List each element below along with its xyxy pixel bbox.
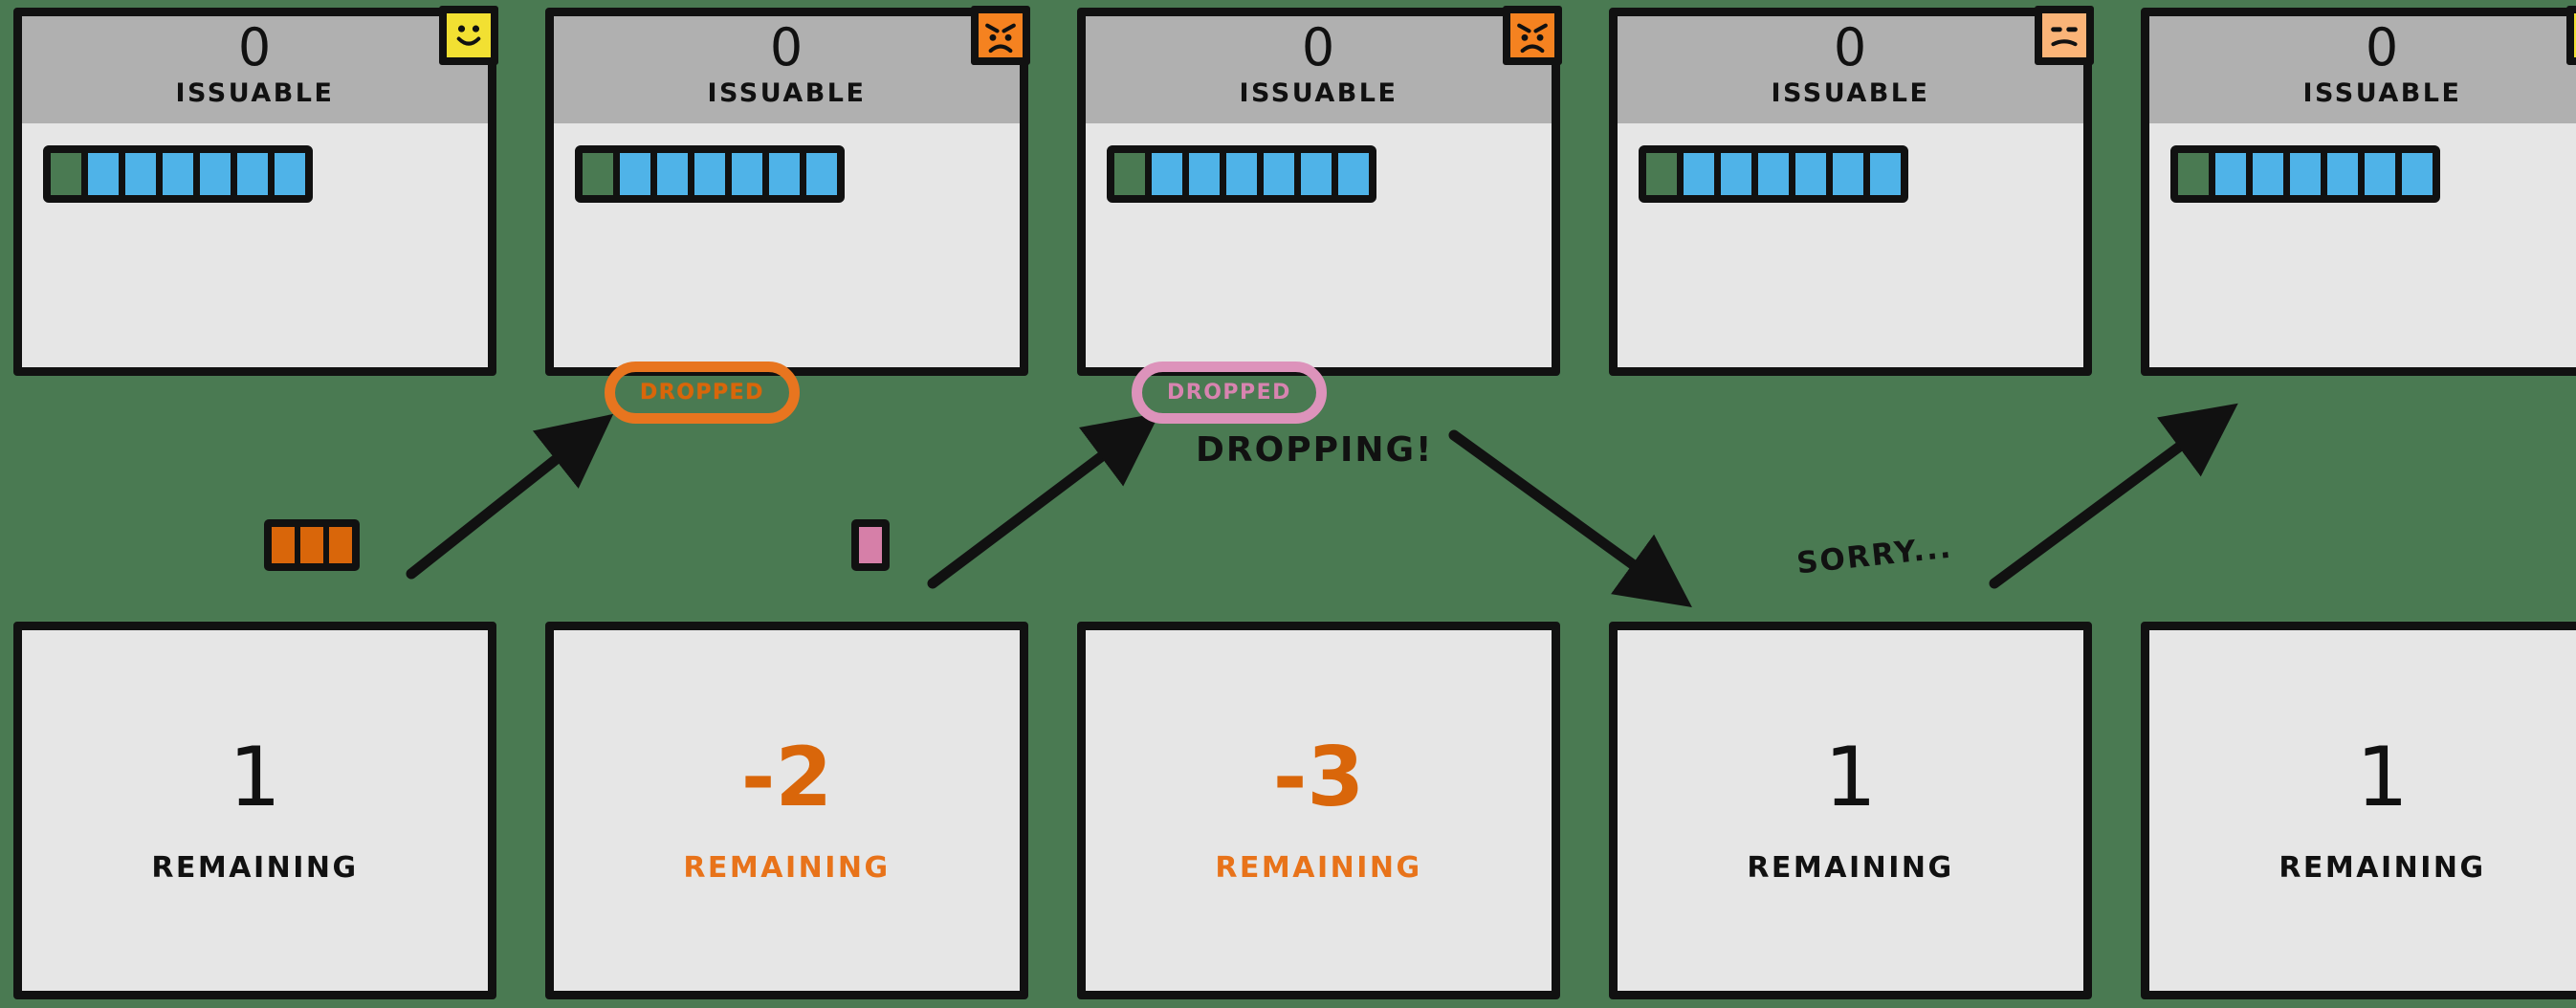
remaining-label: REMAINING <box>683 851 891 885</box>
happy-face-icon <box>2566 6 2576 65</box>
issuable-label: ISSUABLE <box>2302 78 2462 108</box>
issuable-count: 0 <box>769 17 804 77</box>
slot-blue[interactable] <box>1226 152 1257 195</box>
slot-blue[interactable] <box>2365 152 2395 195</box>
slot-blue[interactable] <box>200 152 231 195</box>
slot-blue[interactable] <box>806 152 837 195</box>
slot-blue[interactable] <box>163 152 193 195</box>
arrow-dropping-to-card4 <box>1448 429 1692 608</box>
panel-header: 0 ISSUABLE <box>1086 6 1562 127</box>
slot-bar[interactable] <box>43 144 313 203</box>
slot-green[interactable] <box>2178 152 2209 195</box>
slot-bar[interactable] <box>1639 144 1908 203</box>
remaining-label: REMAINING <box>151 851 359 885</box>
panel-slot-area <box>22 123 488 224</box>
panel-header: 0 ISSUABLE <box>22 6 498 127</box>
slot-blue[interactable] <box>657 152 688 195</box>
slot-green[interactable] <box>1646 152 1677 195</box>
dropped-badge-orange: DROPPED <box>605 362 800 424</box>
slot-blue[interactable] <box>1795 152 1826 195</box>
issuable-panel-1[interactable]: 0 ISSUABLE <box>13 6 498 376</box>
remaining-card-3[interactable]: -3 REMAINING <box>1077 622 1560 999</box>
panel-header: 0 ISSUABLE <box>554 6 1030 127</box>
marker-blocks-orange[interactable] <box>264 519 360 571</box>
slot-blue[interactable] <box>2290 152 2321 195</box>
slot-blue[interactable] <box>237 152 268 195</box>
remaining-card-4[interactable]: 1 REMAINING <box>1609 622 2092 999</box>
slot-bar[interactable] <box>575 144 845 203</box>
slot-green[interactable] <box>1114 152 1145 195</box>
slot-blue[interactable] <box>1189 152 1220 195</box>
marker-block <box>329 527 352 563</box>
slot-blue[interactable] <box>2215 152 2246 195</box>
issuable-count: 0 <box>237 17 273 77</box>
issuable-panel-3[interactable]: 0 ISSUABLE <box>1077 6 1562 376</box>
angry-face-icon <box>1503 6 1562 65</box>
remaining-label: REMAINING <box>1215 851 1422 885</box>
slot-blue[interactable] <box>88 152 119 195</box>
neutral-face-icon <box>2035 6 2094 65</box>
remaining-number: -2 <box>740 730 833 825</box>
slot-blue[interactable] <box>1833 152 1863 195</box>
slot-blue[interactable] <box>2402 152 2433 195</box>
issuable-count: 0 <box>2365 17 2400 77</box>
marker-blocks-pink[interactable] <box>851 519 890 571</box>
slot-blue[interactable] <box>694 152 725 195</box>
issuable-label: ISSUABLE <box>707 78 867 108</box>
issuable-label: ISSUABLE <box>175 78 335 108</box>
arrow-marker1-to-panel2 <box>406 413 614 580</box>
remaining-label: REMAINING <box>2279 851 2486 885</box>
issuable-count: 0 <box>1833 17 1868 77</box>
slot-blue[interactable] <box>1758 152 1789 195</box>
panel-slot-area <box>1618 123 2083 224</box>
slot-blue[interactable] <box>1870 152 1901 195</box>
remaining-card-1[interactable]: 1 REMAINING <box>13 622 496 999</box>
slot-bar[interactable] <box>1107 144 1376 203</box>
happy-face-icon <box>439 6 498 65</box>
issuable-panel-5[interactable]: 0 ISSUABLE <box>2141 6 2576 376</box>
slot-blue[interactable] <box>1721 152 1751 195</box>
slot-blue[interactable] <box>1264 152 1294 195</box>
issuable-label: ISSUABLE <box>1239 78 1398 108</box>
annotation-dropping: DROPPING! <box>1196 430 1434 470</box>
slot-blue[interactable] <box>1152 152 1182 195</box>
marker-block <box>300 527 323 563</box>
panel-slot-area <box>1086 123 1552 224</box>
slot-blue[interactable] <box>125 152 156 195</box>
panel-slot-area <box>554 123 1020 224</box>
panel-header: 0 ISSUABLE <box>2149 6 2576 127</box>
issuable-count: 0 <box>1301 17 1336 77</box>
marker-block <box>272 527 295 563</box>
angry-face-icon <box>971 6 1030 65</box>
slot-blue[interactable] <box>620 152 650 195</box>
remaining-card-5[interactable]: 1 REMAINING <box>2141 622 2576 999</box>
slot-green[interactable] <box>583 152 613 195</box>
slot-blue[interactable] <box>769 152 800 195</box>
marker-block <box>859 527 882 563</box>
slot-blue[interactable] <box>2327 152 2358 195</box>
issuable-panel-4[interactable]: 0 ISSUABLE <box>1609 6 2094 376</box>
panel-slot-area <box>2149 123 2576 224</box>
arrow-marker2-to-panel3 <box>927 412 1160 589</box>
remaining-card-2[interactable]: -2 REMAINING <box>545 622 1028 999</box>
slot-green[interactable] <box>51 152 81 195</box>
issuable-label: ISSUABLE <box>1771 78 1930 108</box>
panel-header: 0 ISSUABLE <box>1618 6 2094 127</box>
slot-blue[interactable] <box>2253 152 2283 195</box>
slot-blue[interactable] <box>1338 152 1369 195</box>
slot-blue[interactable] <box>1301 152 1332 195</box>
slot-blue[interactable] <box>275 152 305 195</box>
annotation-sorry: SORRY... <box>1794 530 1954 581</box>
remaining-number: -3 <box>1272 730 1365 825</box>
slot-bar[interactable] <box>2170 144 2440 203</box>
slot-blue[interactable] <box>1684 152 1714 195</box>
arrow-sorry-to-panel5 <box>1989 403 2238 589</box>
remaining-label: REMAINING <box>1747 851 1954 885</box>
remaining-number: 1 <box>1824 730 1877 825</box>
issuable-panel-2[interactable]: 0 ISSUABLE <box>545 6 1030 376</box>
remaining-number: 1 <box>229 730 281 825</box>
dropped-badge-pink: DROPPED <box>1132 362 1327 424</box>
slot-blue[interactable] <box>732 152 762 195</box>
remaining-number: 1 <box>2356 730 2409 825</box>
